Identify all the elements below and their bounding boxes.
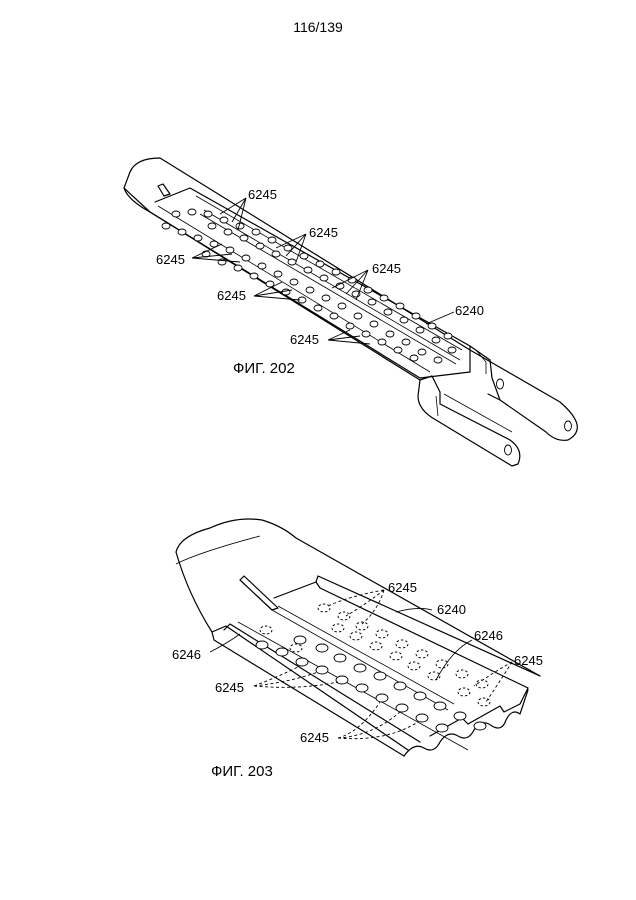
holes-lower bbox=[256, 636, 486, 732]
label-6246: 6246 bbox=[474, 628, 503, 643]
label-6245: 6245 bbox=[514, 653, 543, 668]
figure-caption-202: ФИГ. 202 bbox=[233, 360, 295, 377]
figure-caption-203: ФИГ. 203 bbox=[211, 763, 273, 780]
leader-lines-202 bbox=[192, 198, 454, 344]
label-6245: 6245 bbox=[217, 288, 246, 303]
holes-hidden bbox=[260, 604, 490, 706]
jaw-body-outline bbox=[124, 158, 577, 466]
label-6240: 6240 bbox=[455, 303, 484, 318]
figure-202: 6245 6245 6245 6245 6245 6245 6240 ФИГ. … bbox=[0, 0, 636, 480]
label-6245: 6245 bbox=[309, 225, 338, 240]
label-6245: 6245 bbox=[300, 730, 329, 745]
label-6245: 6245 bbox=[372, 261, 401, 276]
label-6245: 6245 bbox=[156, 252, 185, 267]
label-6245: 6245 bbox=[248, 187, 277, 202]
pin-hole bbox=[505, 445, 512, 455]
label-6246: 6246 bbox=[172, 647, 201, 662]
pin-hole bbox=[497, 379, 504, 389]
label-6245: 6245 bbox=[215, 680, 244, 695]
label-6245: 6245 bbox=[388, 580, 417, 595]
figure-203: 6245 6240 6246 6246 6245 6245 6245 ФИГ. … bbox=[0, 480, 636, 900]
pin-hole bbox=[565, 421, 572, 431]
label-6240: 6240 bbox=[437, 602, 466, 617]
label-6245: 6245 bbox=[290, 332, 319, 347]
